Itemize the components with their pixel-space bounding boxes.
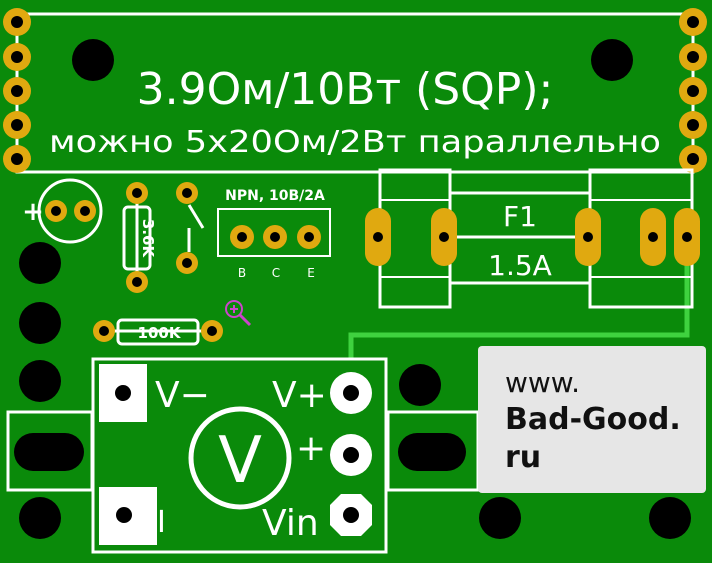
mounting-hole xyxy=(399,364,441,406)
mounting-hole xyxy=(19,302,61,344)
website-line3: ru xyxy=(505,440,541,475)
voltmeter-symbol xyxy=(188,406,292,510)
resistor-3k6: 3.6K xyxy=(122,182,157,293)
board-title-line1: 3.9Ом/10Вт (SQP); xyxy=(137,64,554,115)
fuse-value-label: 1.5A xyxy=(488,249,552,282)
resistor-3k6-label: 3.6K xyxy=(139,219,157,259)
resistor-100k: 100K xyxy=(93,318,223,346)
capacitor: + xyxy=(22,178,103,244)
right-header xyxy=(679,8,707,173)
i-label: I xyxy=(157,505,166,540)
transistor: NPN, 10В/2А B C E xyxy=(217,188,331,280)
header-pad xyxy=(3,8,31,36)
resistor-100k-label: 100K xyxy=(138,324,182,342)
mounting-hole xyxy=(479,497,521,539)
fuse-holder: F1 1.5A xyxy=(365,168,700,309)
mounting-hole xyxy=(19,242,61,284)
voltmeter-module: V− V+ + Vin I V xyxy=(91,357,388,554)
pin-b-label: B xyxy=(238,266,246,280)
header-pad xyxy=(3,77,31,105)
left-header xyxy=(3,8,31,173)
header-pad xyxy=(679,145,707,173)
jumper xyxy=(176,182,205,274)
v-plus-label: V+ xyxy=(272,375,327,416)
mounting-hole xyxy=(72,39,114,81)
header-pad xyxy=(679,8,707,36)
mounting-hole xyxy=(19,497,61,539)
header-pad xyxy=(679,77,707,105)
mounting-hole xyxy=(591,39,633,81)
voltmeter-symbol-letter: V xyxy=(218,424,262,498)
header-pad xyxy=(679,111,707,139)
website-label: www. Bad-Good. ru xyxy=(478,346,706,493)
pin-e-label: E xyxy=(307,266,315,280)
mounting-hole xyxy=(19,360,61,402)
header-pad xyxy=(3,145,31,173)
header-pad xyxy=(3,43,31,71)
website-line2: Bad-Good. xyxy=(505,402,681,437)
magnifier-icon xyxy=(225,300,252,327)
v-minus-label: V− xyxy=(155,375,210,416)
plus-label: + xyxy=(296,428,326,469)
vin-label: Vin xyxy=(262,503,319,544)
fuse-ref-label: F1 xyxy=(503,200,537,233)
header-pad xyxy=(679,43,707,71)
board-title-line2: можно 5х20Ом/2Вт параллельно xyxy=(49,125,661,160)
website-line1: www. xyxy=(505,366,580,399)
transistor-label: NPN, 10В/2А xyxy=(225,188,325,204)
header-pad xyxy=(3,111,31,139)
mounting-hole xyxy=(649,497,691,539)
copper-trace xyxy=(348,232,690,360)
capacitor-plus-label: + xyxy=(22,197,44,227)
pin-c-label: C xyxy=(272,266,280,280)
